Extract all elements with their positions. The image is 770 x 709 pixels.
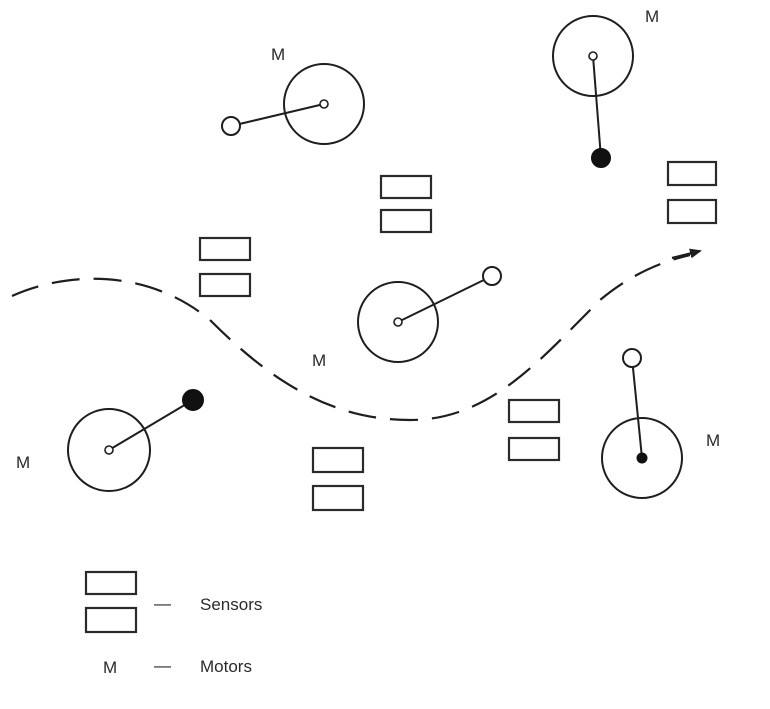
motor-arm <box>631 357 643 459</box>
motor-label: M <box>16 453 30 472</box>
motor-right: M <box>601 348 720 499</box>
sensor-tip-solid <box>182 389 204 411</box>
motor-label: M <box>706 431 720 450</box>
motor-hub <box>104 445 114 455</box>
sensor-pair <box>666 160 718 225</box>
motor-label: M <box>271 45 285 64</box>
motor-hub <box>588 51 598 61</box>
legend-dash-sensors: — <box>154 594 171 613</box>
motor-hub-solid <box>636 452 648 464</box>
motor-arm <box>230 103 325 127</box>
sensor-box <box>507 398 561 424</box>
sensor-box <box>311 484 365 512</box>
sensor-tip-open <box>221 116 241 136</box>
motor-center: M <box>312 266 502 370</box>
dashed-path <box>11 253 691 422</box>
legend-sensor-symbol <box>84 570 138 634</box>
motor-label: M <box>645 7 659 26</box>
sensor-box <box>666 160 718 187</box>
sensor-box <box>198 272 252 298</box>
legend-motor-symbol: M <box>103 658 117 677</box>
sensor-box <box>379 208 433 234</box>
sensor-box <box>507 436 561 462</box>
path-arrow <box>671 248 702 260</box>
motor-arm <box>108 399 194 451</box>
sensor-box <box>666 198 718 225</box>
sensor-tip-solid <box>591 148 611 168</box>
sensor-box <box>84 606 138 634</box>
motor-hub <box>319 99 329 109</box>
sensor-tip-open <box>622 348 642 368</box>
sensor-box <box>379 174 433 200</box>
sensor-box <box>84 570 138 596</box>
motor-top-right: M <box>552 7 659 168</box>
legend-motors-label: Motors <box>200 657 252 676</box>
sensor-tip-open <box>482 266 502 286</box>
legend-dash-motors: — <box>154 656 171 675</box>
motor-arm <box>397 275 493 323</box>
motor-label: M <box>312 351 326 370</box>
sensor-pair <box>507 398 561 462</box>
motor-left: M <box>16 389 204 492</box>
legend-sensors-label: Sensors <box>200 595 262 614</box>
sensor-pair <box>311 446 365 512</box>
sensor-box <box>311 446 365 474</box>
sensor-box <box>198 236 252 262</box>
motor-top-center: M <box>221 45 365 145</box>
sensor-pair <box>198 236 252 298</box>
legend: — Sensors M — Motors <box>84 570 262 677</box>
motor-hub <box>393 317 403 327</box>
sensor-pair <box>379 174 433 234</box>
motor-arm <box>592 55 602 159</box>
